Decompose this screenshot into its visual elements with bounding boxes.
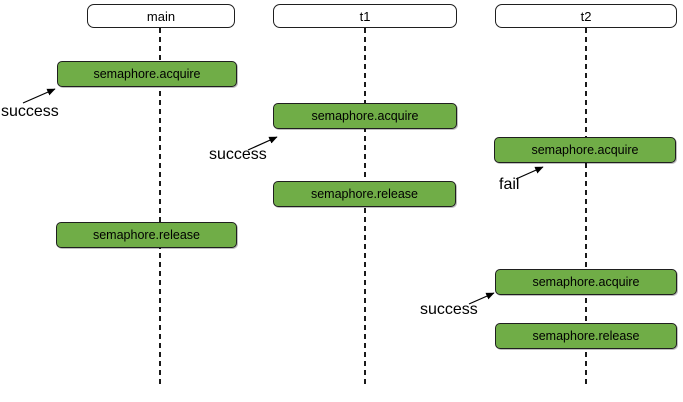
activation-t1-acquire: semaphore.acquire <box>273 103 457 129</box>
activation-t2-acquire-fail: semaphore.acquire <box>494 137 676 163</box>
arrow-success-main <box>22 88 56 104</box>
activation-main-release: semaphore.release <box>56 222 237 248</box>
lifeline-header-t2: t2 <box>495 4 677 28</box>
activation-t2-acquire-fail-label: semaphore.acquire <box>531 143 639 157</box>
arrow-fail-t2 <box>515 166 544 180</box>
lifeline-t1 <box>364 28 366 388</box>
activation-main-acquire: semaphore.acquire <box>57 61 237 87</box>
activation-t1-release-label: semaphore.release <box>310 187 418 201</box>
lifeline-main <box>159 28 161 388</box>
annotation-success-main: success <box>1 103 59 120</box>
activation-t2-acquire-success-label: semaphore.acquire <box>532 275 640 289</box>
activation-main-acquire-label: semaphore.acquire <box>93 67 201 81</box>
activation-t2-release-label: semaphore.release <box>532 329 640 343</box>
activation-main-release-label: semaphore.release <box>92 228 200 242</box>
annotation-success-t2: success <box>420 301 478 318</box>
annotation-fail-t2: fail <box>499 176 520 193</box>
lifeline-header-t1: t1 <box>273 4 457 28</box>
lifeline-t2 <box>585 28 587 388</box>
annotation-success-t1: success <box>209 146 267 163</box>
lifeline-header-t2-label: t2 <box>580 8 592 24</box>
lifeline-header-t1-label: t1 <box>359 8 371 24</box>
activation-t2-release: semaphore.release <box>495 323 677 349</box>
activation-t1-release: semaphore.release <box>273 181 456 207</box>
activation-t1-acquire-label: semaphore.acquire <box>311 109 419 123</box>
lifeline-header-main: main <box>87 4 235 28</box>
lifeline-header-main-label: main <box>146 8 176 24</box>
activation-t2-acquire-success: semaphore.acquire <box>495 269 677 295</box>
